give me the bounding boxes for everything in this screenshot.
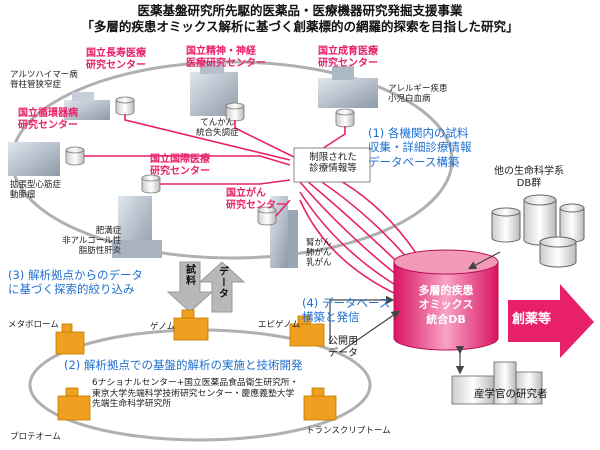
center-ncc: 国立がん 研究センター — [226, 188, 286, 211]
public-data-arrow — [329, 295, 395, 344]
data-arrow — [198, 261, 246, 313]
public-data-label: 公開用 データ — [328, 336, 358, 359]
drug-discovery-arrow — [508, 284, 594, 358]
analysis-to-db-arrow — [339, 310, 400, 353]
disease-ncnp: てんかん 統合失調症 — [196, 118, 239, 139]
omics-metabolome: メタボローム — [8, 320, 59, 330]
center-ncnp: 国立精神・神経 医療研究センター — [186, 46, 266, 69]
omics-epigenome: エピゲノム — [258, 320, 301, 330]
building-ncgm — [112, 196, 162, 258]
center-ncchd: 国立成育医療 研究センター — [318, 46, 378, 69]
other-db-arrow — [467, 251, 501, 270]
omics-genome: ゲノム — [150, 322, 176, 332]
data-label: データ — [216, 266, 228, 299]
building-ncvc — [8, 142, 60, 176]
other-db-cylinders — [491, 194, 585, 268]
drug-discovery-label: 創薬等 — [512, 312, 552, 327]
step-4-label: (4) データベース 構築と発信 — [302, 296, 391, 325]
omics-proteome: プロテオーム — [10, 432, 61, 442]
integrated-db-label: 多層的疾患 オミックス 統合DB — [418, 284, 474, 326]
institutions-label: 6ナショナルセンター+国立医薬品食品衛生研究所・ 東京大学先端科学技術研究センタ… — [92, 378, 299, 410]
center-ncvc: 国立循環器病 研究センター — [18, 108, 78, 131]
omics-hub-icons — [55, 309, 337, 421]
researchers-label: 産学官の研究者 — [474, 388, 548, 400]
step-1-label: (1) 各機関内の試料 収集・詳細診療情報 データベース構築 — [368, 126, 472, 169]
omics-transcriptome: トランスクリプトーム — [306, 426, 391, 436]
disease-ncgm: 肥満症 非アルコール性 脂肪性肝炎 — [62, 226, 122, 257]
other-db-label: 他の生命科学系 DB群 — [494, 166, 564, 189]
center-ncgm: 国立国際医療 研究センター — [150, 154, 210, 177]
title-line-1: 医薬基盤研究所先駆的医薬品・医療機器研究発掘支援事業 — [137, 3, 463, 18]
disease-ncvc: 拡張型心筋症 動脈瘤 — [10, 180, 62, 201]
step-2-label: (2) 解析拠点での基盤的解析の実施と技術開発 — [64, 358, 303, 372]
disease-ncgg: アルツハイマー病 脊柱管狭窄症 — [10, 70, 78, 91]
samples-label: 試料 — [183, 264, 195, 286]
center-ncgg: 国立長寿医療 研究センター — [86, 48, 146, 71]
building-ncgg — [64, 92, 110, 120]
center-db-cylinders — [65, 96, 355, 226]
disease-ncchd: アレルギー疾患 小児白血病 — [388, 84, 448, 105]
disease-ncc: 腎がん 肺がん 乳がん — [306, 238, 332, 269]
restricted-info-label: 制限された 診療情報等 — [309, 152, 357, 175]
restricted-info-box — [293, 147, 371, 183]
building-ncnp — [190, 62, 238, 116]
researcher-buildings — [451, 361, 543, 405]
title-line-2: 「多層的疾患オミックス解析に基づく創薬標的の網羅的探索を目指した研究」 — [81, 19, 519, 34]
building-ncchd — [318, 66, 378, 108]
samples-arrow — [166, 261, 214, 313]
step-3-label: (3) 解析拠点からのデータ に基づく探索的絞り込み — [8, 268, 143, 297]
